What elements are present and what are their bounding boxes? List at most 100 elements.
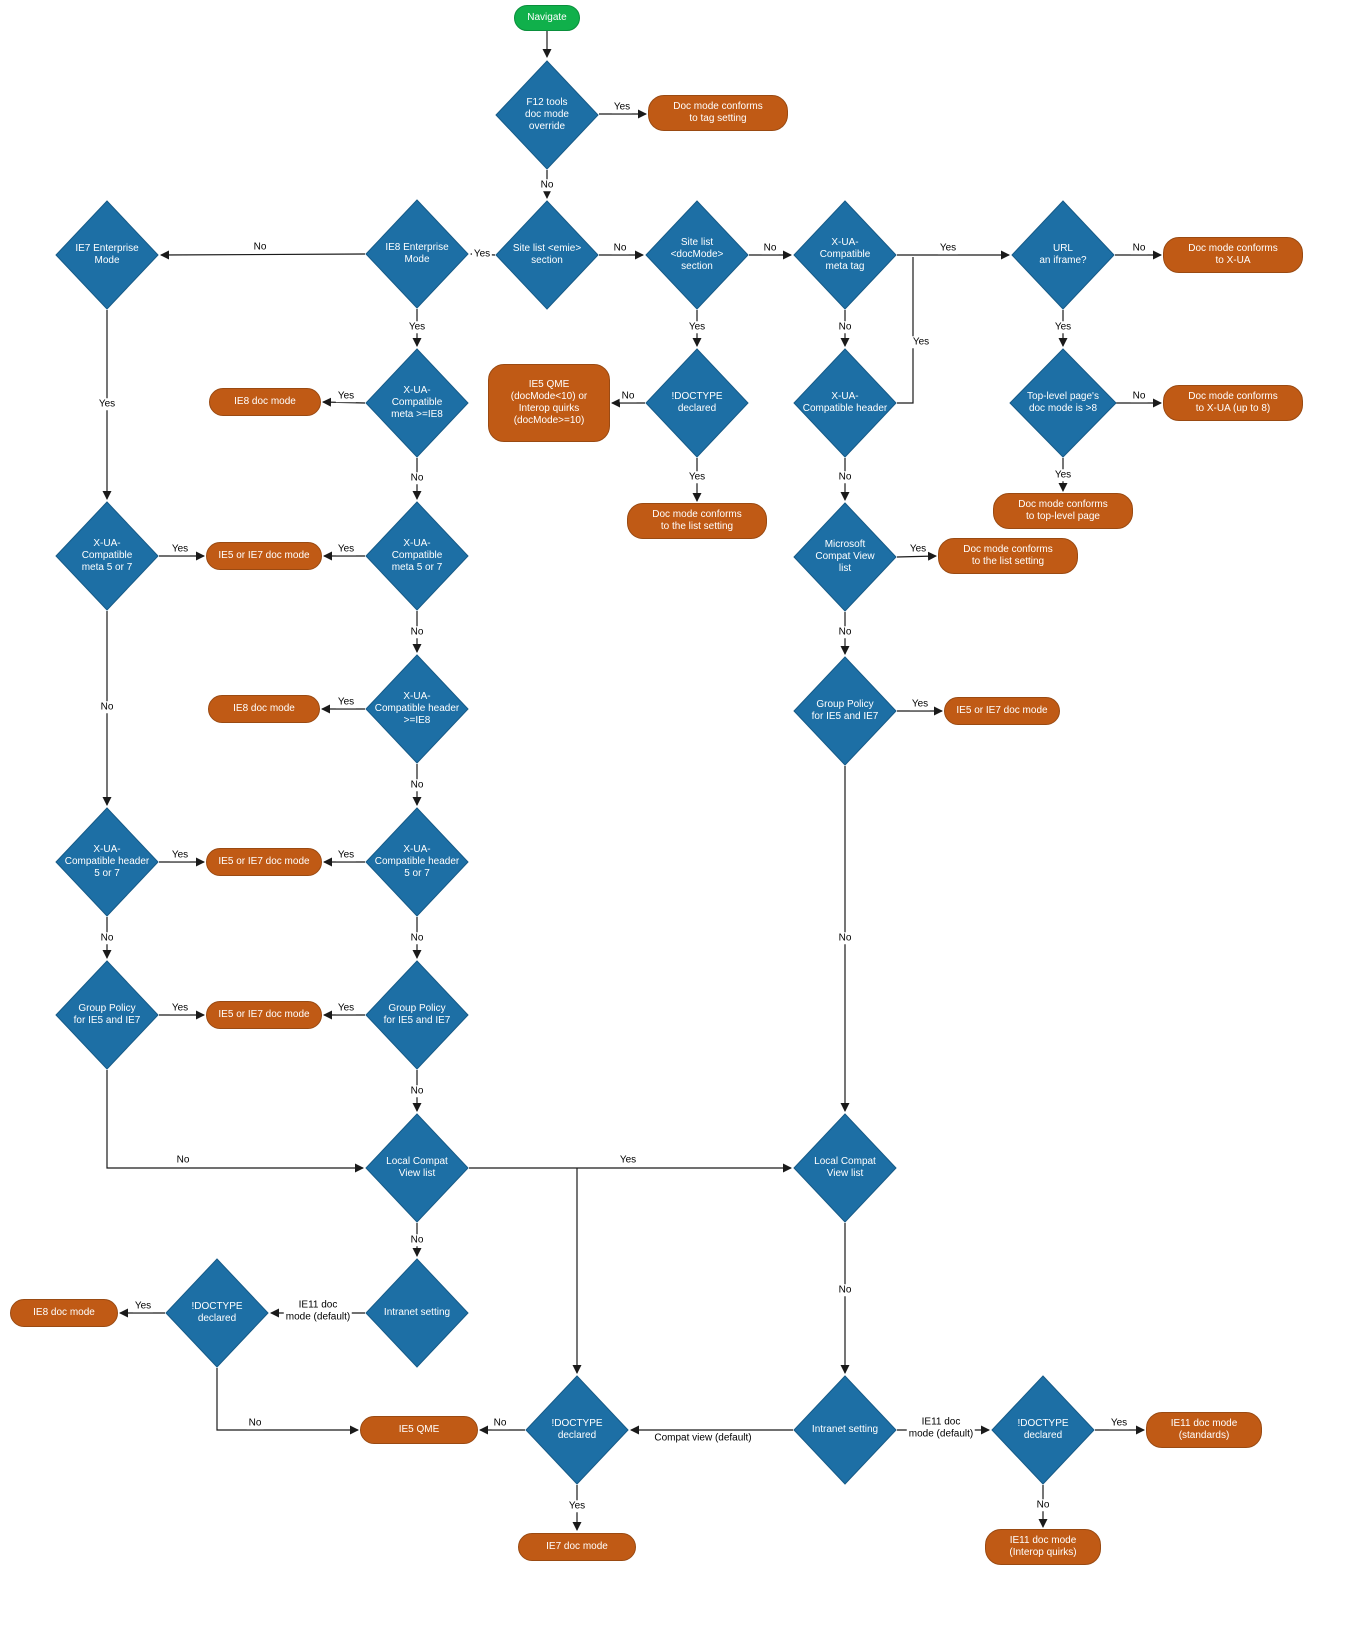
edge-label-xuaheader-no: No [836,471,854,483]
terminal-ie11-doc-mode-interop-quirks: IE11 doc mode (Interop quirks) [985,1529,1101,1565]
edge-label-iframe-yes: Yes [1052,321,1074,333]
terminal-ie5-or-ie7-doc-mode-2: IE5 or IE7 doc mode [206,848,322,876]
terminal-ie5-or-ie7-doc-mode-3: IE5 or IE7 doc mode [206,1001,322,1029]
diamond-shape [365,348,469,458]
edge-label-doctype4-no: No [1034,1499,1052,1511]
edge-label-gpm-no: No [408,1085,426,1097]
node-label-ie5-qme: IE5 QME [398,1423,440,1435]
edge-label-xuaheader-yes: Yes [910,336,932,348]
edge-label-toplevel-no: No [1130,390,1148,402]
diamond-shape [793,656,897,766]
edge-label-header57l-yes: Yes [169,849,191,861]
decision-site-list-docmode-section: Site list <docMode> section [645,200,749,310]
decision-xua-compatible-header-5-7-mid: X-UA- Compatible header 5 or 7 [365,807,469,917]
diamond-shape [793,200,897,310]
decision-xua-compatible-meta-ge-ie8: X-UA- Compatible meta >=IE8 [365,348,469,458]
diamond-shape [365,199,469,309]
terminal-ie11-doc-mode-standards: IE11 doc mode (standards) [1146,1412,1262,1448]
node-label-ie8-doc-mode-meta: IE8 doc mode [234,395,296,407]
node-label-ie11-doc-mode-interop-quirks: IE11 doc mode (Interop quirks) [1009,1534,1077,1558]
diamond-shape [55,200,159,310]
decision-group-policy-ie5-ie7-mid: Group Policy for IE5 and IE7 [365,960,469,1070]
edge-mscv-yes [896,551,937,561]
node-label-xua-compatible-meta-ge-ie8: X-UA- Compatible meta >=IE8 [391,384,443,421]
node-label-navigate: Navigate [527,11,567,23]
edge-label-metatag-no: No [836,321,854,333]
edge-label-toplevel-yes: Yes [1052,469,1074,481]
node-label-url-an-iframe: URL an iframe? [1039,242,1087,266]
diamond-shape [495,200,599,310]
decision-xua-compatible-header-5-7-left: X-UA- Compatible header 5 or 7 [55,807,159,917]
node-label-doc-mode-list-setting-2: Doc mode conforms to the list setting [963,543,1053,567]
edge-label-metatag-yes: Yes [937,242,959,254]
node-label-ie11-doc-mode-standards: IE11 doc mode (standards) [1170,1417,1238,1441]
terminal-ie5-qme: IE5 QME [360,1416,478,1444]
terminal-ie8-doc-mode-meta: IE8 doc mode [209,388,321,416]
diamond-shape [793,1375,897,1485]
edge-label-intranetr-compat: Compat view (default) [652,1432,754,1444]
diamond-shape [1009,348,1117,458]
edge-doctype2-no [216,1368,359,1435]
decision-intranet-setting-right: Intranet setting [793,1375,897,1485]
decision-doctype-declared-ie11: !DOCTYPE declared [991,1375,1095,1485]
edge-label-header57m-yes: Yes [335,849,357,861]
decision-microsoft-compat-view-list: Microsoft Compat View list [793,502,897,612]
edge-label-intranetr-ie11: IE11 doc mode (default) [906,1416,976,1440]
edge-label-header-ge8-no: No [408,779,426,791]
edge-label-header-ge8-yes: Yes [335,696,357,708]
diamond-shape [365,501,469,611]
edge-label-docmode-no: No [761,242,779,254]
node-label-ie5-or-ie7-doc-mode-3: IE5 or IE7 doc mode [218,1008,310,1020]
node-label-doctype-declared-compat: !DOCTYPE declared [551,1417,603,1441]
diamond-shape [1011,200,1115,310]
decision-local-compat-view-list-right: Local Compat View list [793,1113,897,1223]
decision-top-level-doc-mode-gt-8: Top-level page's doc mode is >8 [1009,348,1117,458]
terminal-ie7-doc-mode: IE7 doc mode [518,1533,636,1561]
decision-xua-compatible-meta-5-7-left: X-UA- Compatible meta 5 or 7 [55,501,159,611]
terminal-ie8-doc-mode-header: IE8 doc mode [208,695,320,723]
edge-label-meta-ge8-yes: Yes [335,390,357,402]
node-label-xua-compatible-meta-tag: X-UA- Compatible meta tag [819,236,871,273]
edge-label-intranetl-ie11: IE11 doc mode (default) [283,1299,353,1323]
terminal-doc-mode-list-setting-1: Doc mode conforms to the list setting [627,503,767,539]
diamond-shape [793,1113,897,1223]
node-label-xua-compatible-header-ge-ie8: X-UA- Compatible header >=IE8 [374,690,460,727]
node-label-group-policy-ie5-ie7-right: Group Policy for IE5 and IE7 [811,698,879,722]
node-label-xua-compatible-header-5-7-mid: X-UA- Compatible header 5 or 7 [374,843,460,880]
diamond-shape [365,654,469,764]
edge-label-doctype2-yes: Yes [132,1300,154,1312]
node-label-xua-compatible-meta-5-7-mid: X-UA- Compatible meta 5 or 7 [391,537,443,574]
edge-label-lcvl-yes: Yes [617,1154,639,1166]
edge-label-doctype1-yes: Yes [686,471,708,483]
node-label-doctype-declared-sitelist: !DOCTYPE declared [671,390,723,414]
diamond-shape [55,501,159,611]
edge-meta-ge8-yes [322,397,366,407]
node-label-group-policy-ie5-ie7-mid: Group Policy for IE5 and IE7 [383,1002,451,1026]
node-label-doc-mode-top-level-page: Doc mode conforms to top-level page [1018,498,1108,522]
terminal-doc-mode-tag-setting: Doc mode conforms to tag setting [648,95,788,131]
node-label-ie8-doc-mode-header: IE8 doc mode [233,702,295,714]
diamond-shape [55,807,159,917]
edge-label-meta57m-no: No [408,626,426,638]
node-label-doc-mode-list-setting-1: Doc mode conforms to the list setting [652,508,742,532]
diamond-shape [55,960,159,1070]
decision-doctype-declared-compat: !DOCTYPE declared [525,1375,629,1485]
decision-ie7-enterprise-mode: IE7 Enterprise Mode [55,200,159,310]
diamond-shape [165,1258,269,1368]
diamond-shape [793,502,897,612]
node-label-microsoft-compat-view-list: Microsoft Compat View list [815,538,875,575]
start-navigate: Navigate [514,5,580,31]
diamond-shape [365,960,469,1070]
edge-label-lcvr-no: No [836,1284,854,1296]
node-label-ie5-qme-interop-quirks: IE5 QME (docMode<10) or Interop quirks (… [510,378,588,427]
node-label-top-level-doc-mode-gt-8: Top-level page's doc mode is >8 [1027,390,1099,414]
diamond-shape [365,807,469,917]
node-label-local-compat-view-list-right: Local Compat View list [814,1155,876,1179]
decision-ie8-enterprise-mode: IE8 Enterprise Mode [365,199,469,309]
diamond-shape [365,1113,469,1223]
node-label-doc-mode-x-ua: Doc mode conforms to X-UA [1188,242,1278,266]
edge-label-meta57m-yes: Yes [335,543,357,555]
node-label-xua-compatible-meta-5-7-left: X-UA- Compatible meta 5 or 7 [81,537,133,574]
